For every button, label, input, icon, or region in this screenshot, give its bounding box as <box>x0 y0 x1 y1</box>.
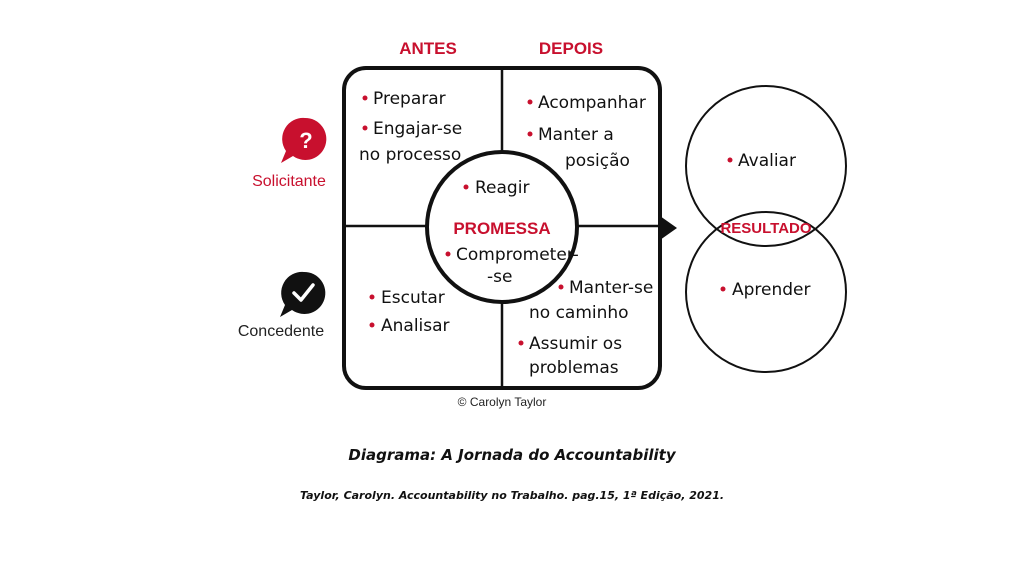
quadrant-item: no caminho <box>529 303 629 323</box>
quadrant-item: Escutar <box>381 288 445 308</box>
promise-label: PROMESSA <box>453 219 550 238</box>
caption-source: Taylor, Carolyn. Accountability no Traba… <box>299 489 725 502</box>
checkmark-bubble-icon <box>280 271 326 317</box>
quadrant-item: Analisar <box>381 316 450 336</box>
diagram-credit: © Carolyn Taylor <box>458 395 547 409</box>
question-bubble-icon: ? <box>281 117 327 163</box>
arrow-icon <box>660 216 677 240</box>
quadrant-item: Assumir os <box>529 334 622 354</box>
role-label-requester: Solicitante <box>252 173 326 190</box>
role-label-grantor: Concedente <box>238 323 324 340</box>
quadrant-item: Manter a <box>538 125 614 145</box>
svg-text:?: ? <box>299 128 312 153</box>
center-item: Reagir <box>475 178 529 198</box>
result-item: Avaliar <box>738 151 796 171</box>
quadrant-item: no processo <box>359 145 461 165</box>
column-header-before: ANTES <box>399 39 457 58</box>
result-item: Aprender <box>732 280 811 300</box>
quadrant-item: Engajar-se <box>373 119 462 139</box>
quadrant-item: posição <box>565 151 630 171</box>
caption-title: Diagrama: A Jornada do Accountability <box>348 446 676 464</box>
promise-circle <box>425 150 579 304</box>
evaluate-circle <box>685 85 847 247</box>
quadrant-item: Preparar <box>373 89 446 109</box>
result-label: RESULTADO <box>720 220 811 237</box>
center-item: Comprometer- <box>456 245 579 265</box>
quadrant-item: Acompanhar <box>538 93 646 113</box>
quadrant-item: problemas <box>529 358 619 378</box>
column-header-after: DEPOIS <box>539 39 603 58</box>
center-item: -se <box>487 267 512 287</box>
quadrant-item: Manter-se <box>569 278 653 298</box>
learn-circle <box>685 211 847 373</box>
